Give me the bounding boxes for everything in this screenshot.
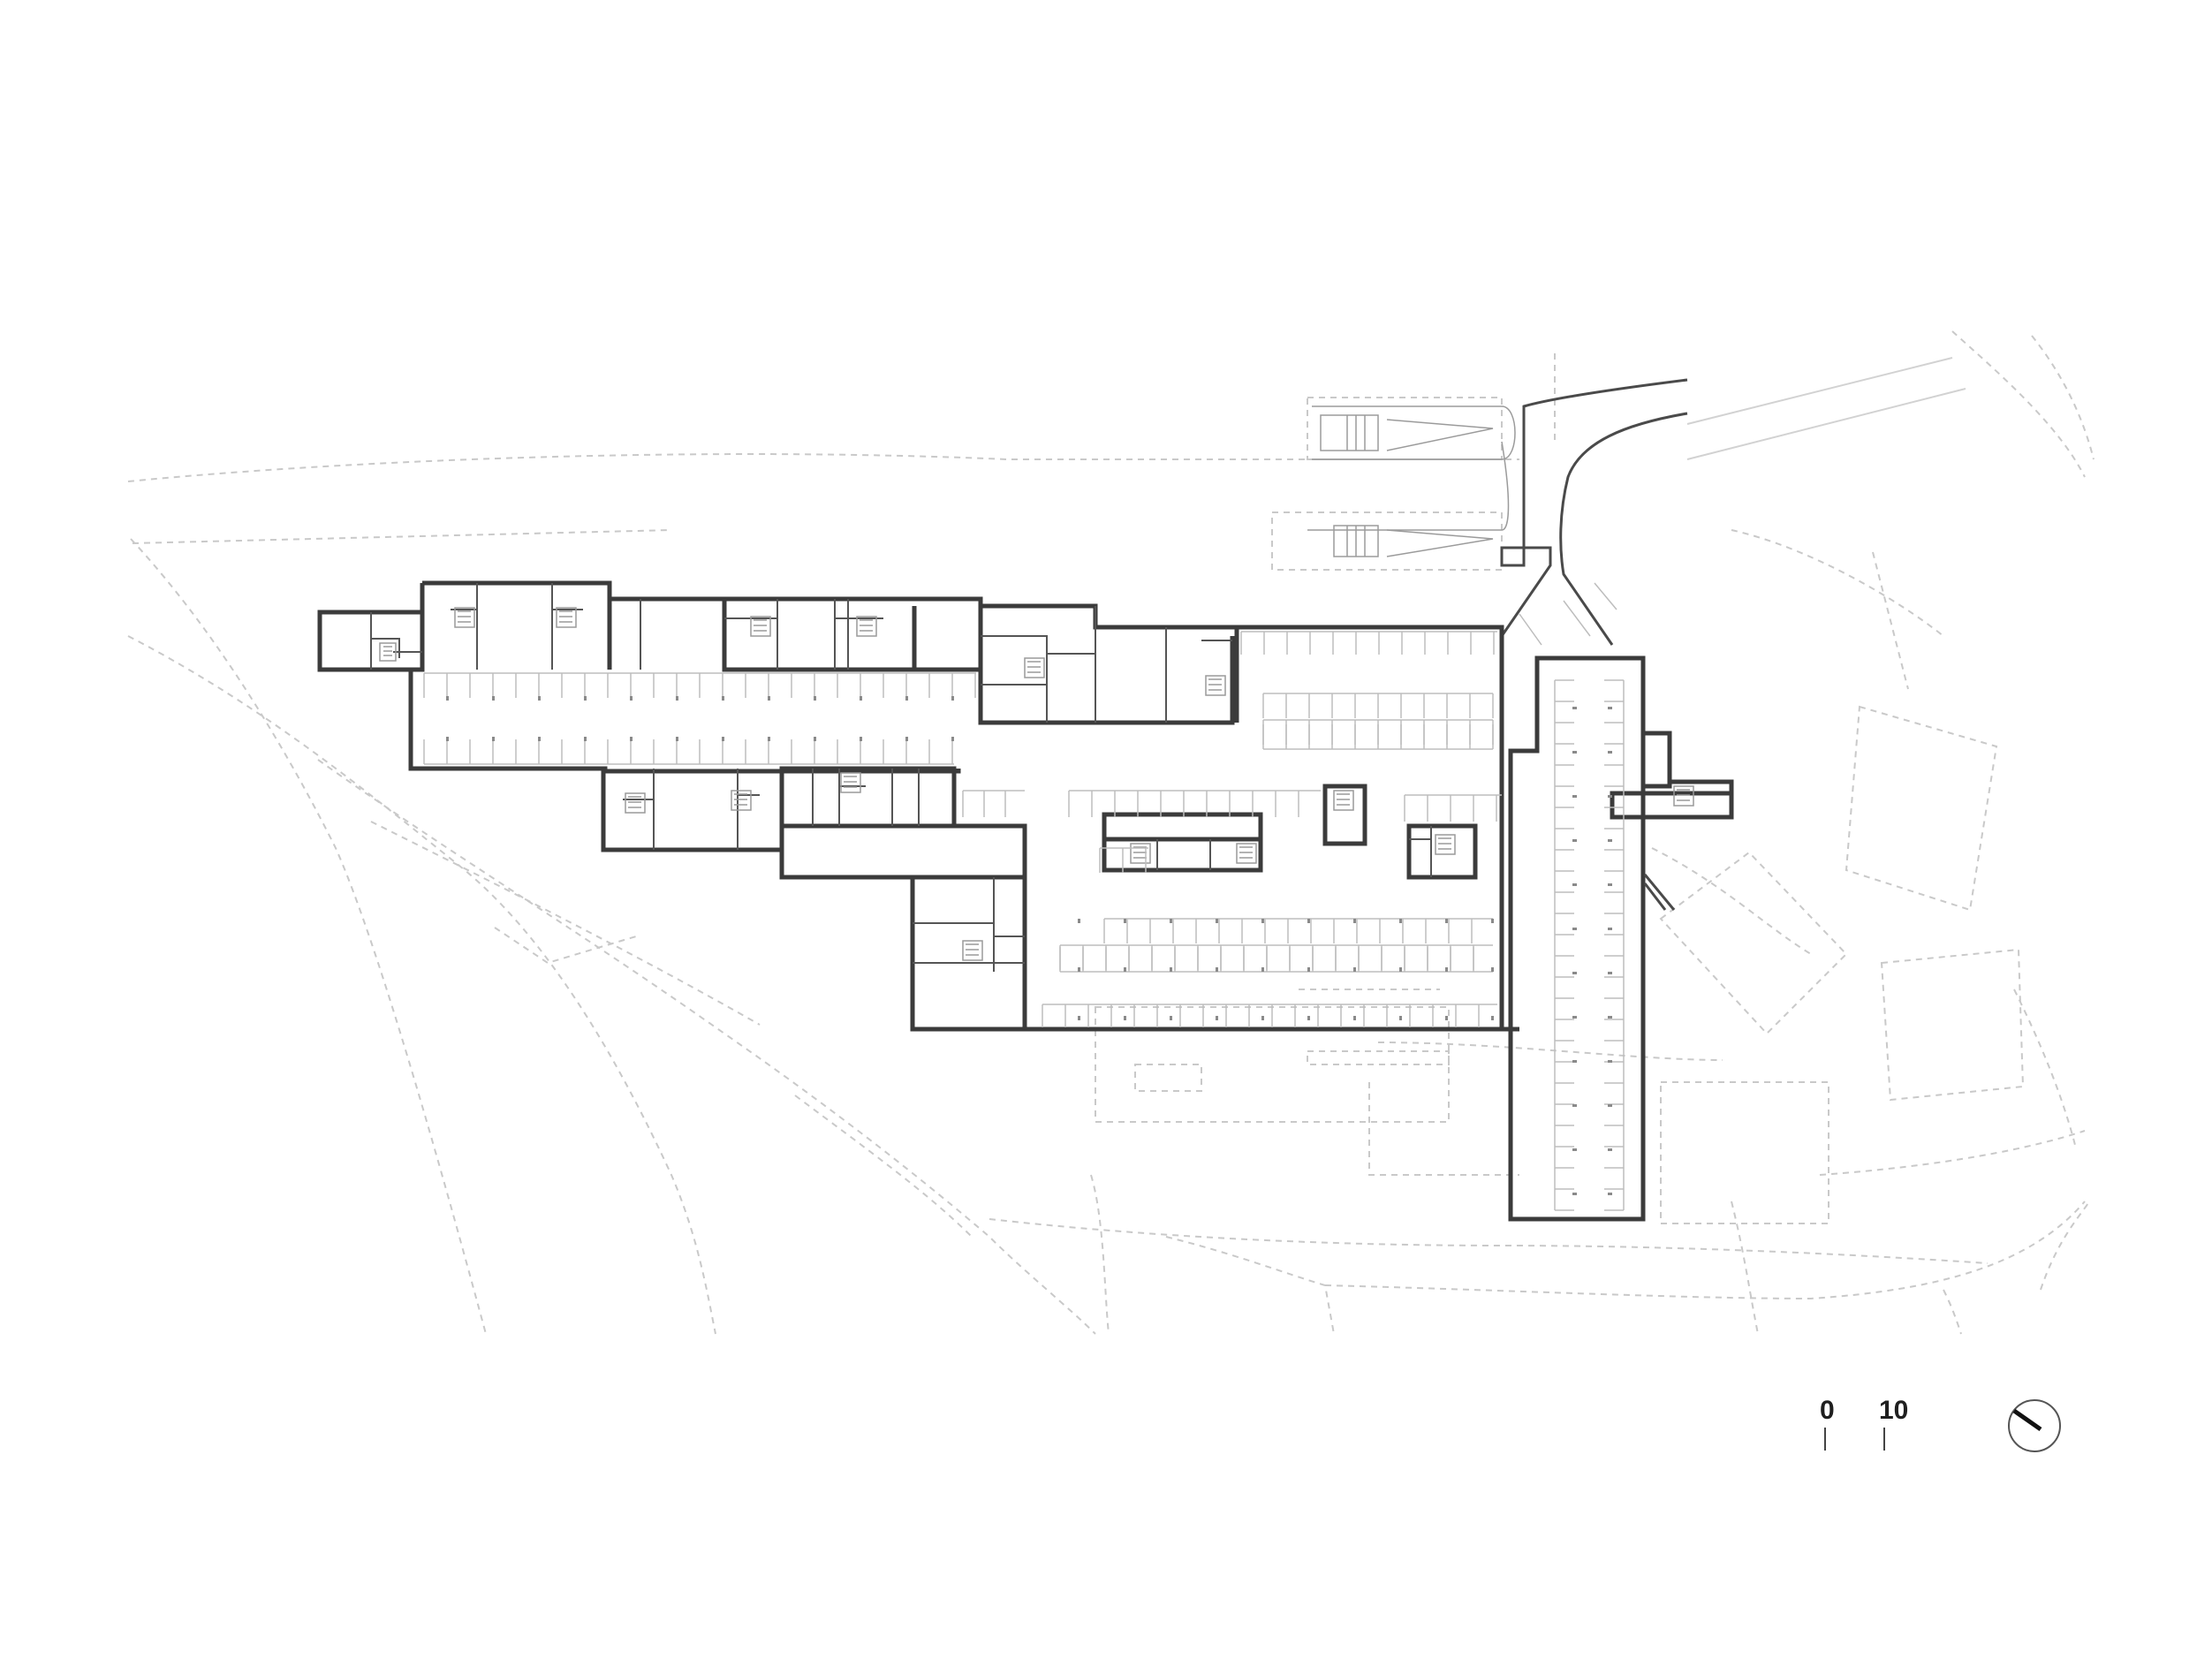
entrance-road: [1500, 378, 1688, 646]
stair-cores: [379, 607, 1694, 961]
scale-bar: 0 10: [1820, 1396, 1908, 1451]
scale-bar-label-end: 10: [1879, 1396, 1908, 1425]
building-walls: [317, 580, 1734, 1222]
parking-stalls: [423, 631, 1625, 1211]
north-arrow-icon: [2008, 1399, 2061, 1452]
access-ramps: [1307, 405, 1516, 557]
interior-rooms: [370, 583, 1432, 972]
site-context: [127, 330, 2095, 1335]
scale-bar-label-start: 0: [1820, 1396, 1835, 1425]
